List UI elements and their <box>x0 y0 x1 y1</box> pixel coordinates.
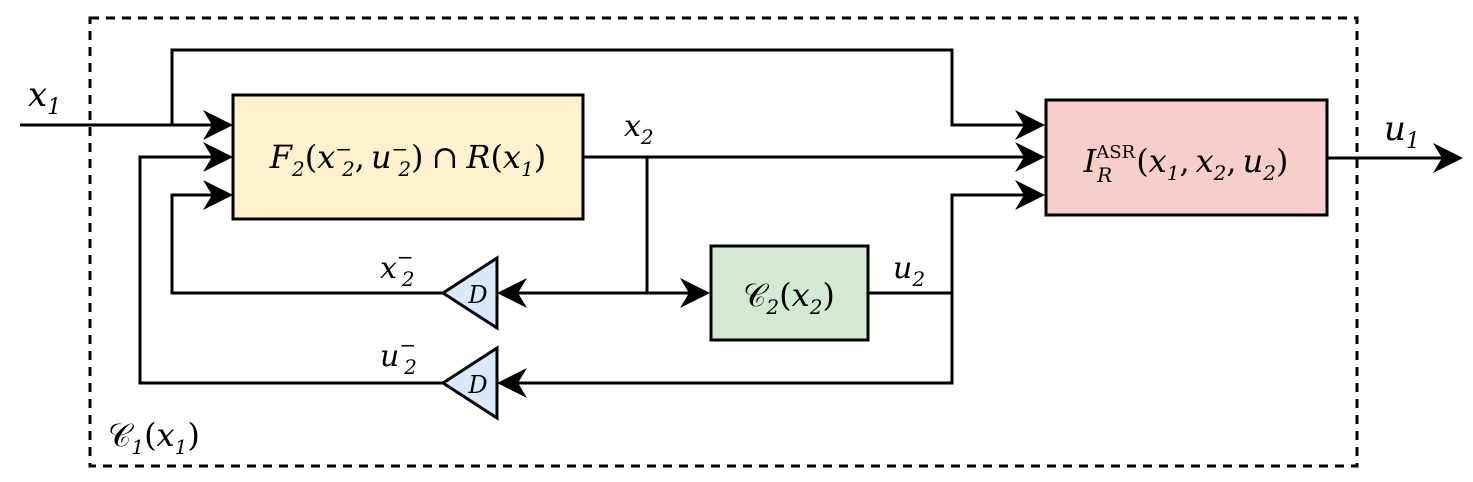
u2-to-i-wire <box>950 180 1045 293</box>
i-block <box>1044 98 1329 217</box>
output-label-u1: u1 <box>1384 109 1420 154</box>
delay-block-x2-label: D <box>467 281 487 309</box>
delay-block-x2 <box>440 255 499 331</box>
delay-output-label-x2: x−2 <box>380 245 414 291</box>
u2-delayed-feedback-wire <box>138 142 443 385</box>
f2-block-label: F2(x−2,u−2)∩R(x1) <box>269 137 546 181</box>
x2-delayed-feedback-wire <box>170 180 443 295</box>
x1-bypass-wire <box>170 48 1045 140</box>
delay-block-u2-label: D <box>467 371 487 399</box>
u2-signal-label: u2 <box>893 251 925 291</box>
delay-output-label-u2: u−2 <box>380 333 417 379</box>
f2-block <box>231 93 585 221</box>
outer-controller-boundary <box>88 16 1359 468</box>
outer-controller-label: 𝒞1(x1) <box>108 416 200 459</box>
x2-signal-label: x2 <box>624 109 654 149</box>
c2-block-label: 𝒞2(x2) <box>743 276 835 319</box>
delay-block-u2 <box>440 345 499 421</box>
input-label-x1: x1 <box>28 75 61 120</box>
u2-to-delay-wire <box>497 293 954 398</box>
